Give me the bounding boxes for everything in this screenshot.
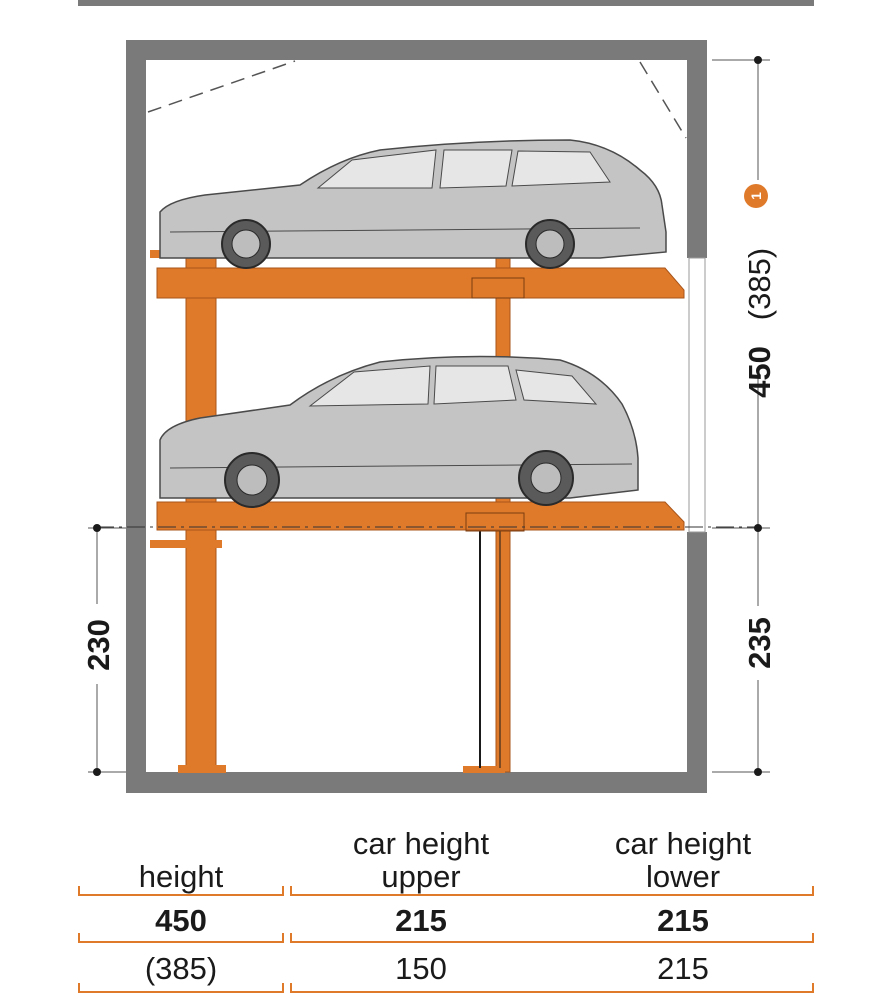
bracket — [78, 933, 284, 943]
floor — [126, 772, 707, 793]
table-cell: 215 — [657, 903, 709, 938]
upper-platform-drive-unit — [471, 277, 525, 299]
table-cell: 215 — [657, 951, 709, 986]
left-wall — [126, 40, 146, 793]
bracket — [78, 983, 284, 993]
header-upper-line-1: car height — [352, 826, 490, 861]
ceiling-slab — [78, 0, 814, 6]
bracket — [78, 886, 284, 896]
parking-lift-diagram: 450 (385) 1 235 230 — [78, 0, 814, 793]
table-cell: 150 — [395, 951, 447, 986]
table-cell: 450 — [155, 903, 207, 938]
right-post-base — [463, 766, 505, 773]
dim-lower-clearance: 230 — [81, 619, 116, 671]
header-lower-line-1: car height — [614, 826, 752, 861]
ramp-line-right — [639, 61, 687, 139]
lower-platform-drive-unit — [465, 512, 525, 532]
lower-car — [159, 355, 639, 508]
dim-total-height: 450 — [742, 346, 777, 398]
table-cell: 215 — [395, 903, 447, 938]
header-height-line-1: height — [138, 859, 224, 894]
header-car-height-upper: car height upper — [290, 827, 552, 893]
bracket — [290, 886, 814, 896]
bracket — [290, 983, 814, 993]
ramp-line-left — [147, 60, 296, 113]
dim-total-height-alt: (385) — [742, 248, 777, 320]
right-dimension-line — [712, 56, 770, 776]
header-car-height-lower: car height lower — [552, 827, 814, 893]
right-wall-lower — [687, 532, 707, 793]
header-upper-line-2: upper — [381, 859, 461, 894]
upper-platform — [156, 267, 685, 299]
header-height: height — [78, 860, 284, 893]
table-cell: (385) — [144, 951, 218, 986]
header-lower-line-2: lower — [645, 859, 721, 894]
garage-ceiling — [126, 40, 707, 60]
left-dimension-line — [88, 524, 126, 776]
left-post-base — [178, 765, 226, 773]
door-opening — [688, 257, 706, 533]
dim-pit-depth: 235 — [742, 617, 777, 669]
right-wall-upper — [687, 40, 707, 258]
bracket — [290, 933, 814, 943]
left-post-bracket — [150, 540, 222, 548]
note-badge — [744, 184, 768, 208]
note-badge-label: 1 — [748, 192, 764, 200]
upper-car — [159, 139, 667, 269]
lower-platform — [156, 501, 685, 531]
